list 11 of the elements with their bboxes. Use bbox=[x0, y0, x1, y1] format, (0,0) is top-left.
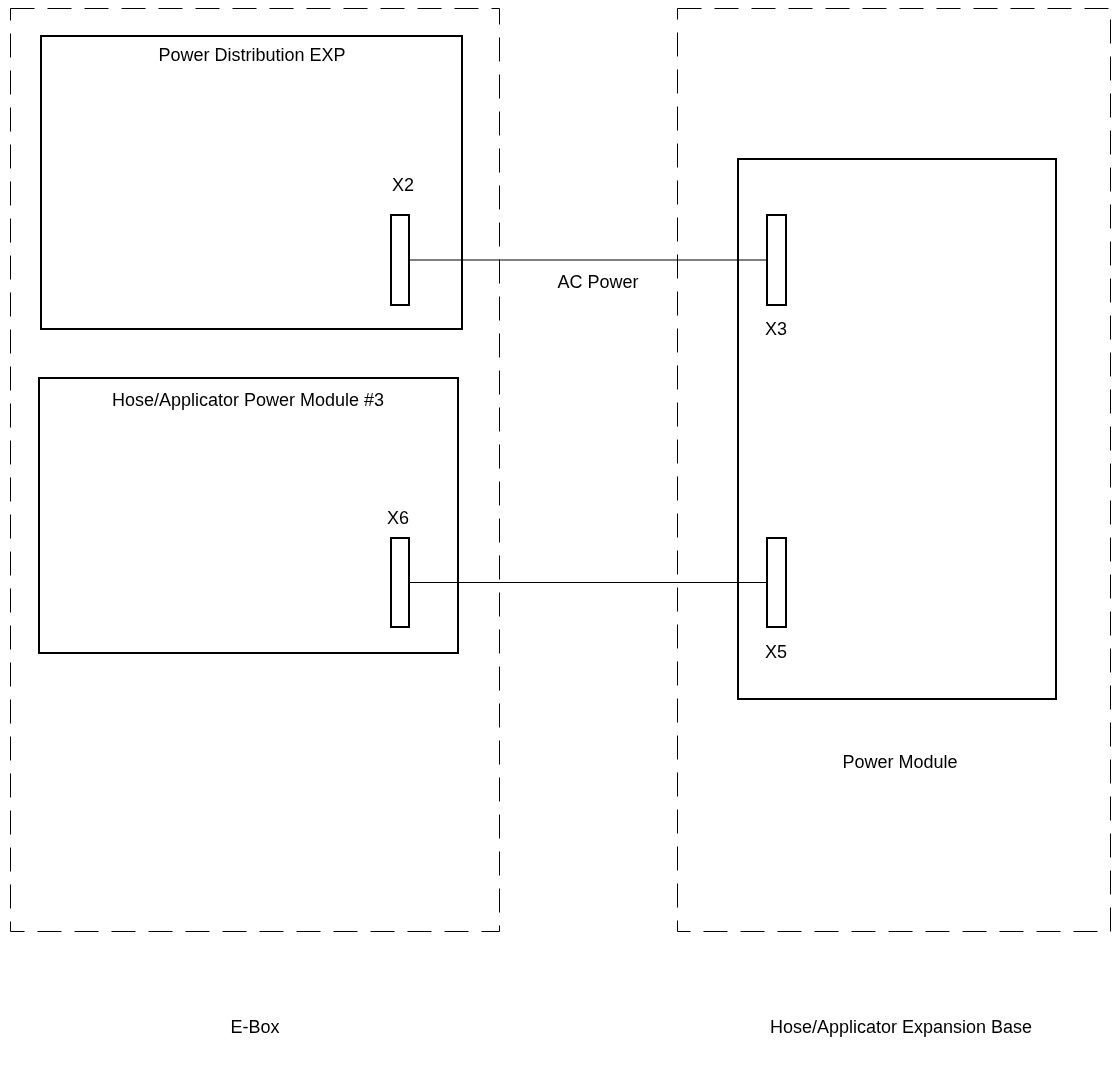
connector-label: X2 bbox=[391, 174, 415, 197]
connector-label: X3 bbox=[764, 318, 788, 341]
enclosure-label: Hose/Applicator Expansion Base bbox=[768, 1016, 1034, 1039]
module-label: Power Distribution EXP bbox=[157, 44, 347, 67]
cable-line bbox=[409, 582, 767, 583]
connector-label: X6 bbox=[386, 507, 410, 530]
connector-label: X5 bbox=[764, 641, 788, 664]
cable-line bbox=[409, 259, 767, 261]
module-label: Hose/Applicator Power Module #3 bbox=[110, 389, 386, 412]
module-label: Power Module bbox=[841, 751, 959, 774]
enclosure-label: E-Box bbox=[229, 1016, 281, 1039]
